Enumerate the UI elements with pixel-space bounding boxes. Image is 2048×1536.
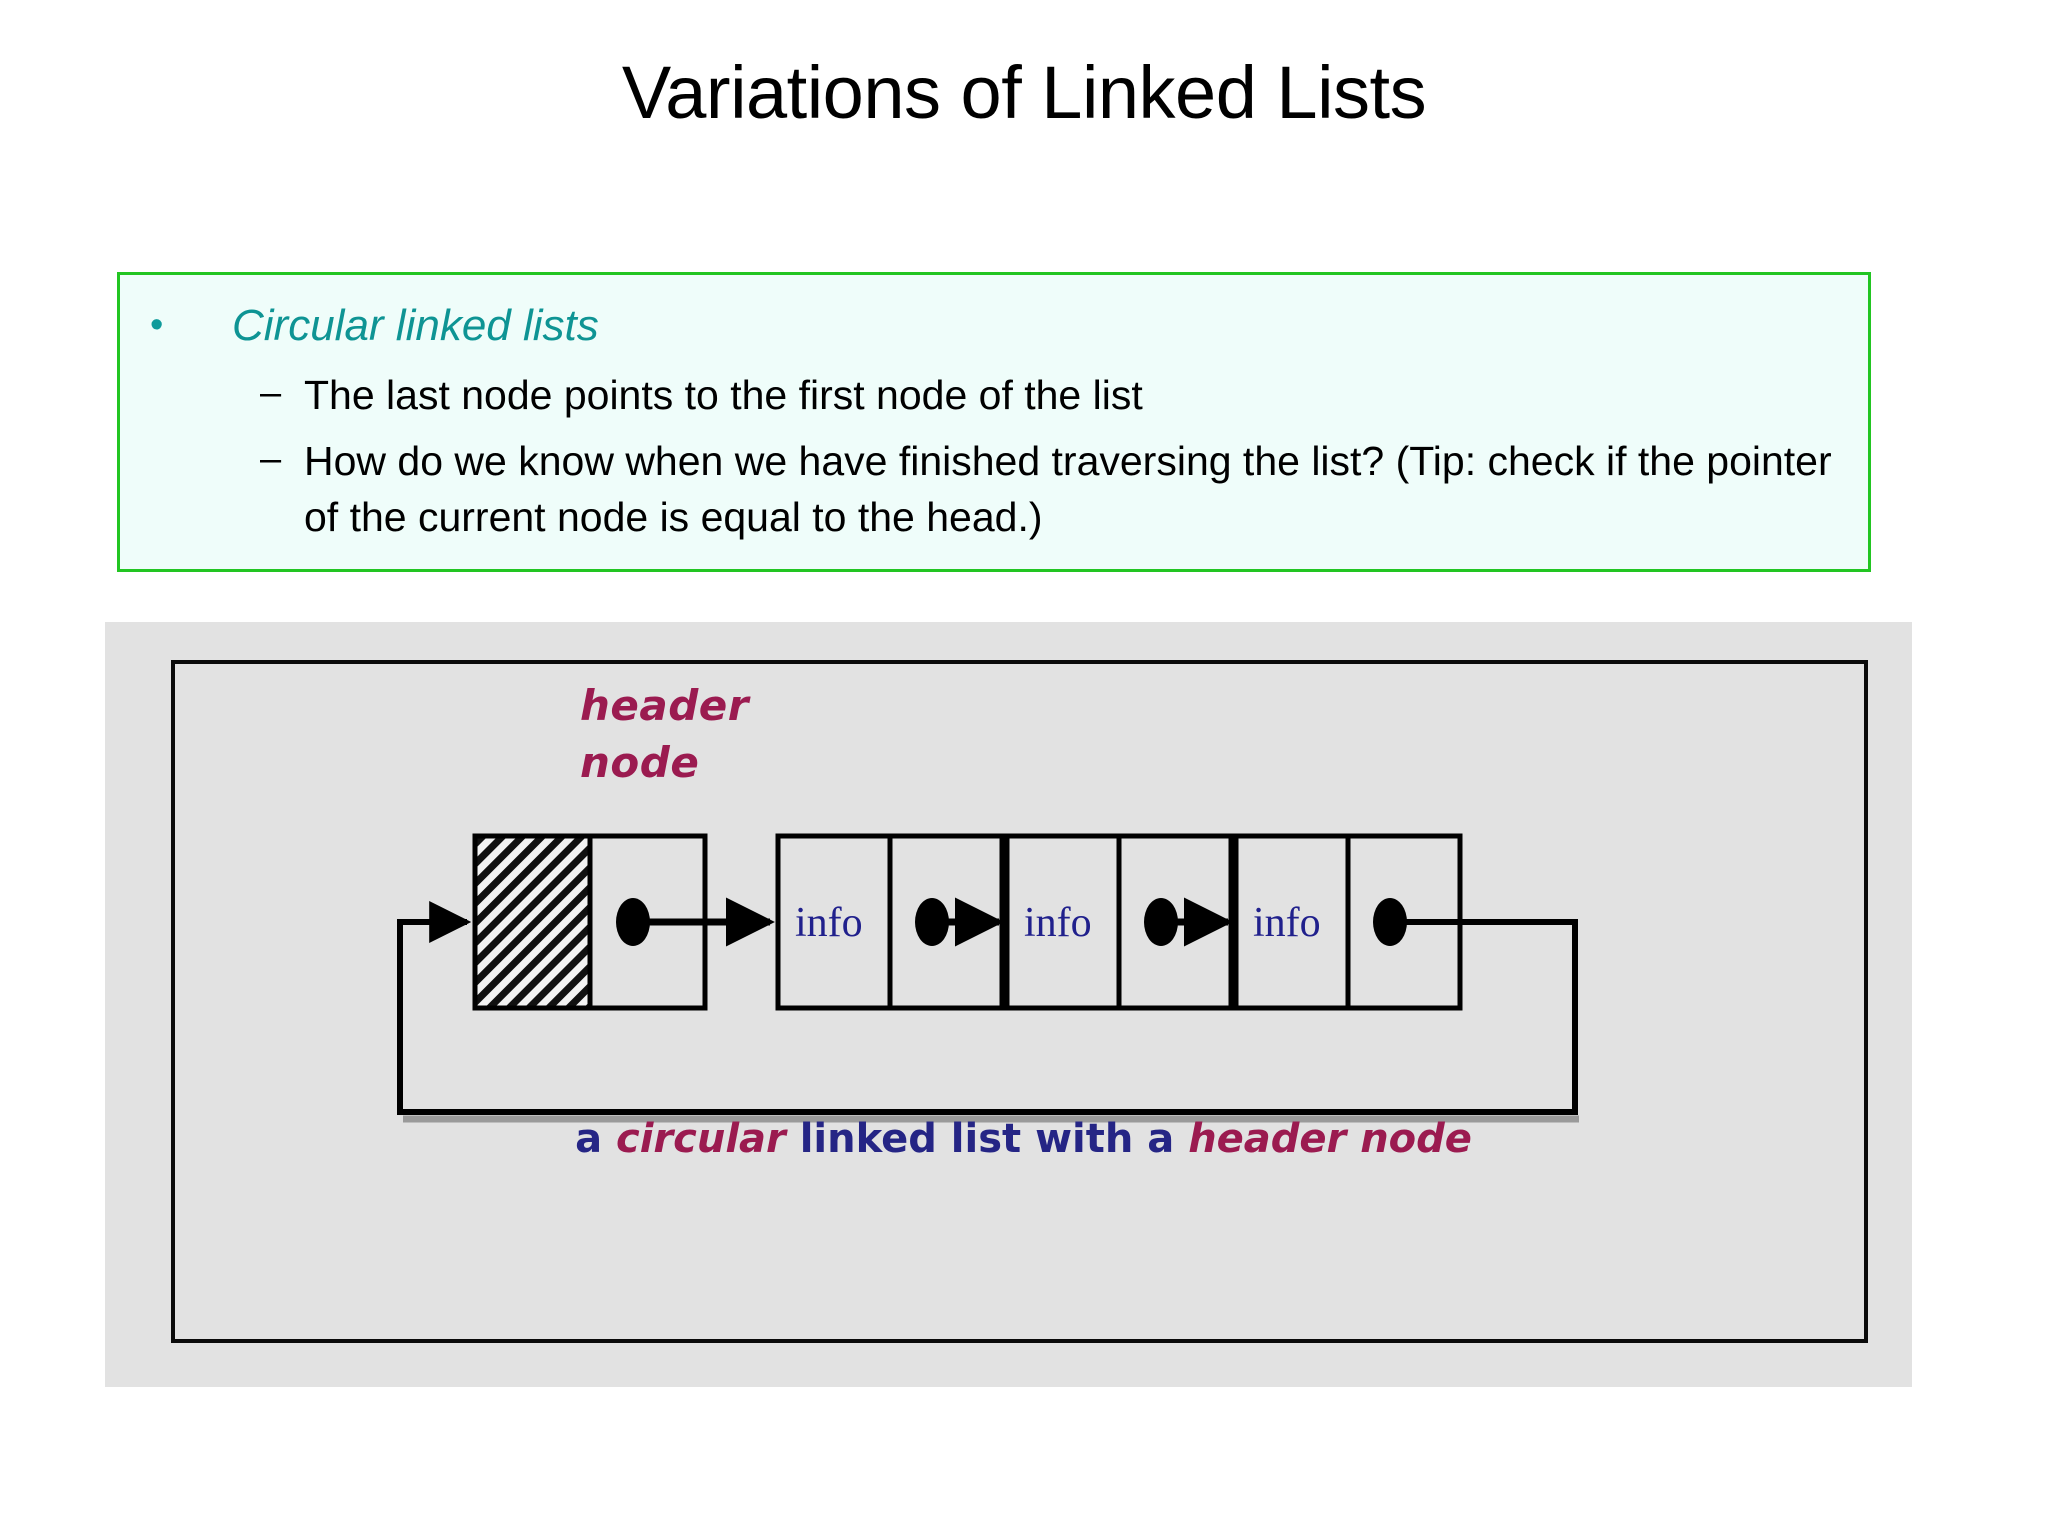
bullet-content-box: • Circular linked lists – The last node … [117, 272, 1871, 572]
caption-segment-3: header node [1188, 1116, 1472, 1162]
figure-frame: header node [171, 660, 1868, 1343]
header-node-label-line2: node [580, 738, 700, 787]
node-header-info-cell [472, 833, 593, 1011]
sub-bullet-label: The last node points to the first node o… [304, 372, 1143, 418]
bullet-dash-icon: – [260, 372, 282, 414]
node-3-info-label: info [1253, 900, 1321, 946]
circular-return-link [397, 901, 1578, 1115]
node-2-info-label: info [1024, 900, 1092, 946]
bullet-dot-icon: • [150, 304, 164, 346]
bullet-dash-icon: – [260, 438, 282, 480]
header-node-label-line1: header [580, 681, 749, 730]
linked-list-svg [397, 833, 1579, 1123]
bullet-item-label: Circular linked lists [232, 301, 599, 350]
circular-linked-list-diagram: header node [175, 664, 1864, 1339]
sub-bullet-item-0: – The last node points to the first node… [260, 367, 1840, 423]
node-3-info-cell [1233, 833, 1351, 1011]
figure-panel: header node [105, 622, 1912, 1387]
node-1-info-label: info [795, 900, 863, 946]
page-title: Variations of Linked Lists [621, 51, 1427, 134]
figure-caption: a circular linked list with a header nod… [175, 1114, 1872, 1164]
caption-segment-1: circular [615, 1116, 800, 1162]
caption-segment-0: a [575, 1116, 616, 1162]
sub-bullet-item-1: – How do we know when we have finished t… [260, 433, 1840, 545]
caption-segment-2: linked list with a [799, 1116, 1189, 1162]
node-1-info-cell [775, 833, 893, 1011]
sub-bullet-label: How do we know when we have finished tra… [304, 438, 1832, 540]
bullet-item-circular-linked-lists: • Circular linked lists [140, 299, 1840, 353]
